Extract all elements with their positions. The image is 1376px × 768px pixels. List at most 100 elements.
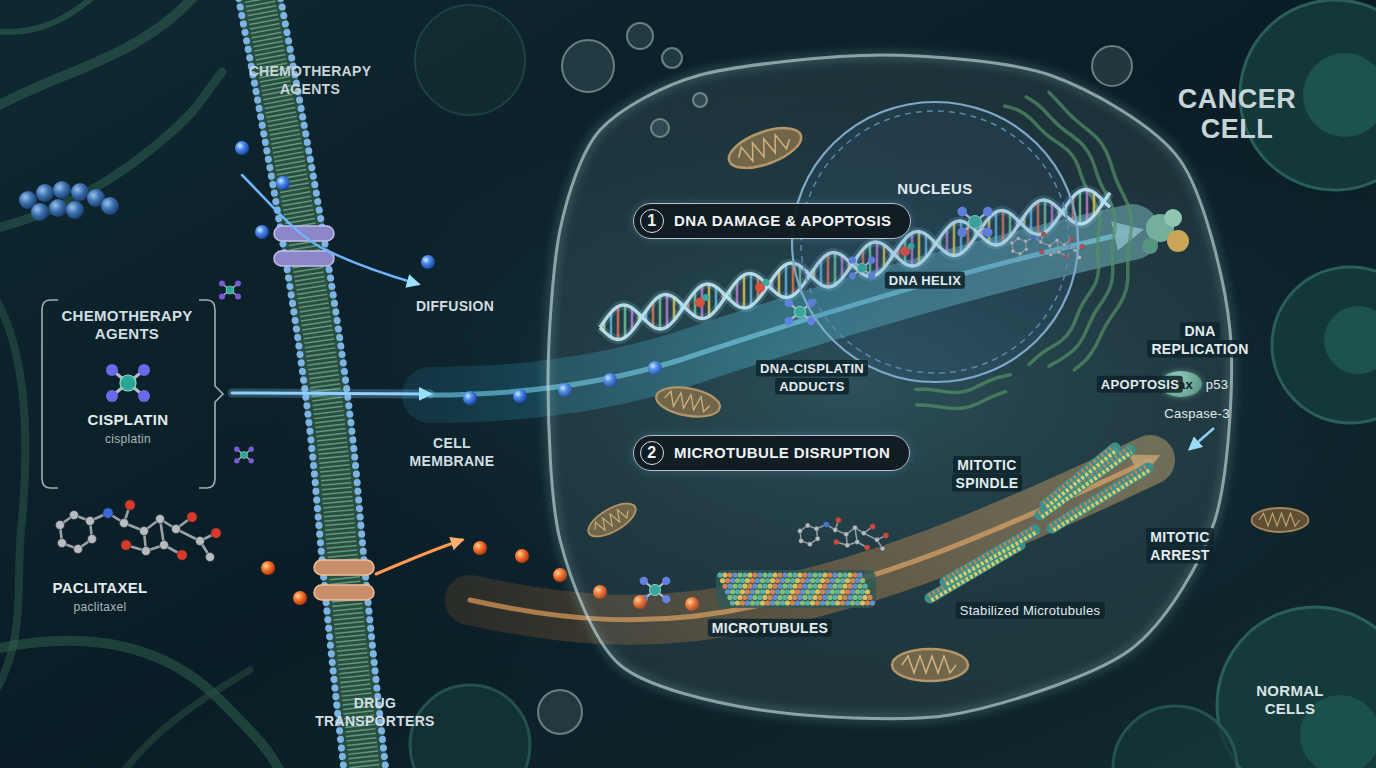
drug-particle [463, 391, 477, 405]
protein-blob: Bax [1160, 371, 1202, 397]
atom [142, 547, 151, 556]
text-label: NORMAL CELLS [1256, 682, 1324, 717]
atom [206, 553, 215, 562]
text-label: CELL MEMBRANE [410, 435, 495, 469]
label-holder: CHEMOTHERAPY AGENTS [47, 307, 207, 344]
atom [249, 458, 254, 463]
label-holder: cisplatin [105, 429, 151, 447]
text-label: CISPLATIN [88, 411, 169, 428]
cell-title: CANCER CELL [1178, 84, 1297, 144]
atom [70, 511, 79, 520]
paclitaxel-molecule [56, 500, 222, 562]
atom [196, 537, 205, 546]
step-pill: 2 MICROTUBULE DISRUPTION [633, 435, 910, 471]
label-holder: PACLITAXEL [53, 579, 148, 597]
drug-particle [513, 389, 527, 403]
text-holder: NUCLEUS [790, 180, 1080, 198]
atom [187, 512, 197, 522]
cisplatin-molecule [234, 446, 254, 463]
atom [235, 281, 241, 287]
nucleus-shape [790, 100, 1080, 385]
normal-cells [410, 0, 1376, 768]
drug-particle [473, 541, 487, 555]
drug-particle [49, 199, 67, 217]
atom [234, 458, 239, 463]
platinum-atom [240, 451, 247, 458]
drug-particle [261, 561, 275, 575]
cancer-cell-outline: NUCLEUS 1 DNA DAMAGE & APOPTOSIS Bax 2 MICROT… [540, 40, 1310, 720]
drug-particle [66, 201, 84, 219]
atom [156, 515, 165, 524]
text-label: cisplatin [105, 432, 151, 446]
text-label: DIFFUSION [416, 298, 494, 314]
nuclear-pores [801, 111, 1069, 373]
atom [219, 294, 225, 300]
cisplatin-molecule [219, 281, 241, 300]
label-holder: NORMAL CELLS [1240, 682, 1340, 719]
platinum-atom [226, 286, 234, 294]
drug-transporter [274, 226, 374, 600]
label-holder: DIFFUSION [416, 297, 494, 315]
atom [88, 535, 97, 544]
label-holder: CISPLATIN [88, 411, 169, 429]
atom [138, 390, 150, 402]
drug-particle [235, 141, 249, 155]
atom [234, 446, 239, 451]
atom [103, 508, 113, 518]
cell-glow [548, 55, 1232, 719]
atom [172, 525, 181, 534]
atom [120, 519, 129, 528]
step-heading: DNA DAMAGE & APOPTOSIS [674, 213, 891, 230]
atom [106, 390, 118, 402]
cell-body [548, 55, 1232, 719]
cisplatin-molecule [106, 364, 150, 402]
text-label: DRUG TRANSPORTERS [315, 695, 435, 729]
drug-particle [71, 183, 89, 201]
drug-particle [421, 255, 435, 269]
text-label: CHEMOTHERAPY AGENTS [61, 307, 192, 342]
step-pill: 1 DNA DAMAGE & APOPTOSIS [633, 203, 911, 239]
drug-particle [101, 197, 119, 215]
label-holder: DRUG TRANSPORTERS [305, 694, 445, 731]
text-label: CHEMOTHERAPY AGENTS [249, 63, 372, 97]
tissue-fibers [0, 0, 290, 768]
callout-number: 2 [640, 441, 664, 465]
atom [249, 446, 254, 451]
nuclear-envelope [792, 102, 1078, 382]
drug-particle [276, 176, 290, 190]
atom [58, 539, 67, 548]
atom [211, 528, 221, 538]
atom [138, 364, 150, 376]
text-label: PACLITAXEL [53, 579, 148, 596]
atom [121, 540, 131, 550]
agents-bracket [42, 300, 223, 488]
step-heading: MICROTUBULE DISRUPTION [674, 445, 890, 462]
atom [56, 521, 65, 530]
atom [86, 517, 95, 526]
protein-name: Bax [1168, 377, 1193, 392]
atom [235, 294, 241, 300]
label-holder: CHEMOTHERAPY AGENTS [240, 62, 380, 99]
nucleus-label: NUCLEUS [897, 180, 972, 197]
text-holder: CANCER CELL [1167, 85, 1307, 144]
atom [219, 281, 225, 287]
drug-particle [293, 591, 307, 605]
atom [106, 364, 118, 376]
label-holder: paclitaxel [73, 597, 126, 615]
drug-particle [53, 181, 71, 199]
atom [177, 550, 187, 560]
atom [160, 541, 169, 550]
nucleus-outline: NUCLEUS [790, 100, 1080, 385]
atom [74, 545, 83, 554]
drug-particle [36, 184, 54, 202]
atom [125, 500, 135, 510]
cell-membrane-bilayer [237, 0, 387, 768]
drug-particle [255, 225, 269, 239]
platinum-atom [120, 375, 136, 391]
drug-particle [515, 549, 529, 563]
callout-number: 1 [640, 209, 664, 233]
text-label: paclitaxel [73, 600, 126, 614]
